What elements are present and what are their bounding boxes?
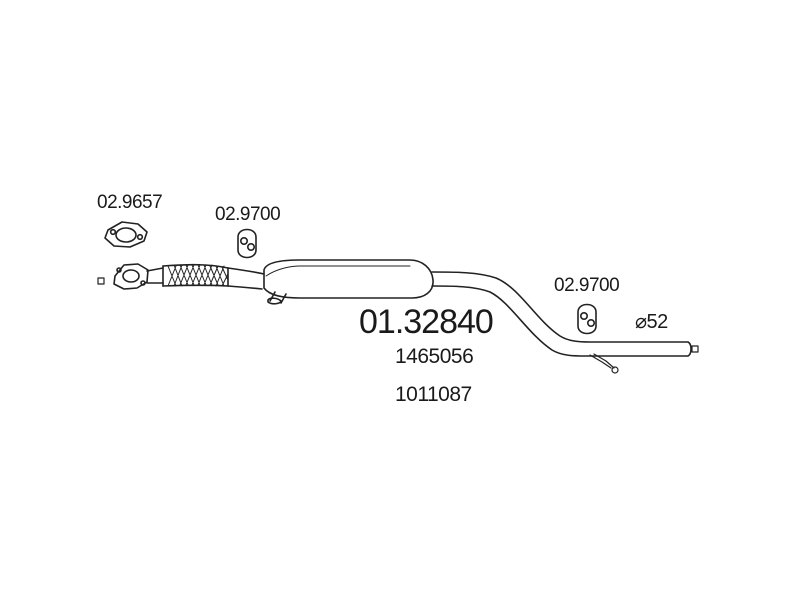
main-part-number: 01.32840 [359, 303, 494, 341]
gasket-part-number: 02.9657 [97, 192, 163, 213]
flex-pipe-icon [162, 263, 229, 287]
rear-end-marker [691, 345, 699, 353]
flange-pipe [146, 267, 164, 284]
oe-number-2: 1011087 [395, 383, 472, 406]
tail-pipe [431, 271, 692, 357]
sensor-wire [589, 353, 615, 369]
center-muffler-icon [263, 259, 434, 305]
hanger-rear-part-number: 02.9700 [554, 275, 620, 296]
rubber-hanger-rear-icon [577, 303, 597, 335]
rubber-hanger-front-icon [237, 228, 257, 259]
hanger-front-part-number: 02.9700 [215, 204, 281, 225]
oe-number-1: 1465056 [395, 345, 474, 368]
gasket-icon [104, 221, 148, 248]
pipe-diameter-label: ⌀52 [635, 311, 668, 333]
inlet-pipe [227, 267, 265, 290]
front-end-marker [97, 277, 105, 285]
front-flange-icon [113, 263, 149, 290]
